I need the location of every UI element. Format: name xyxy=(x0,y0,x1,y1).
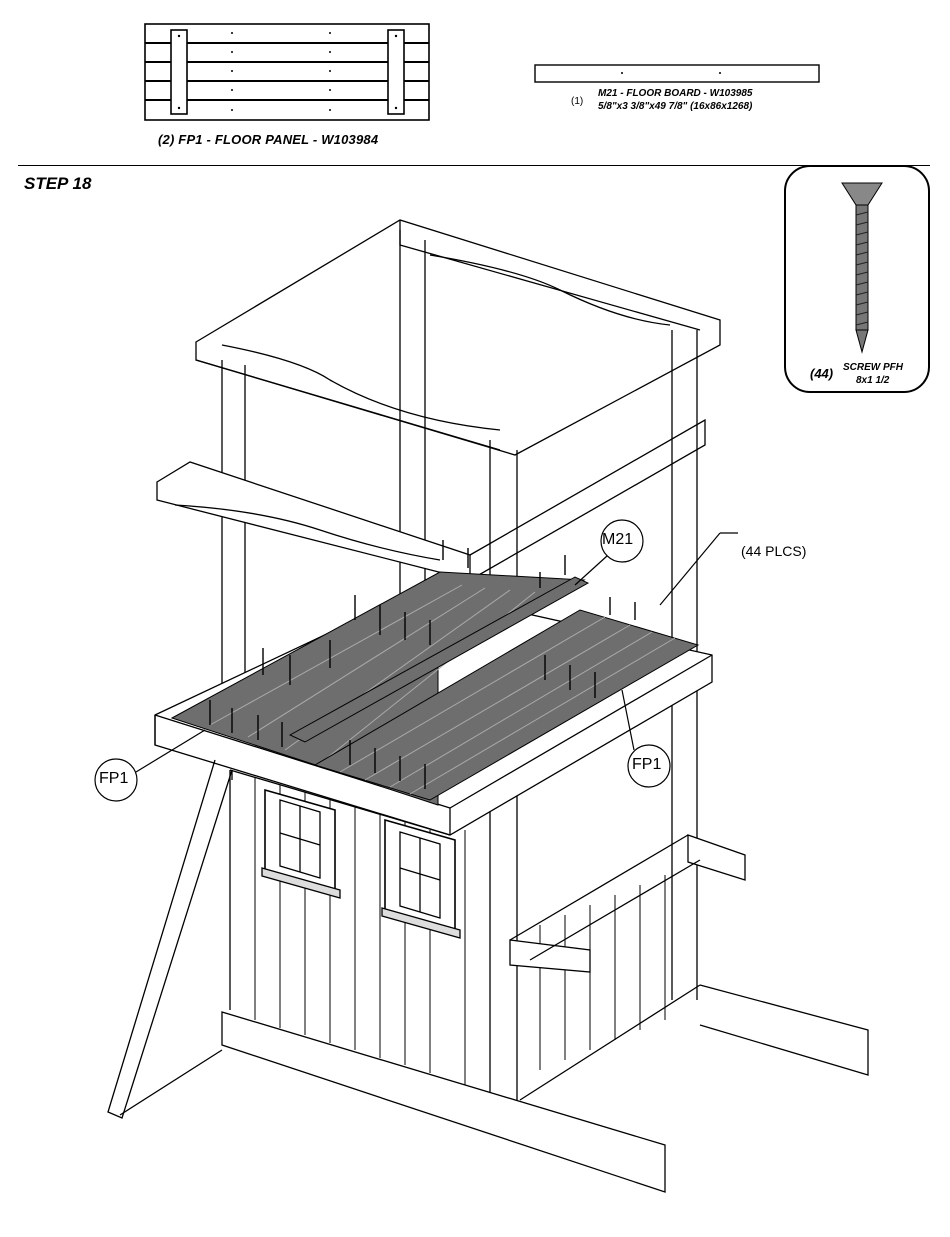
window-right xyxy=(382,820,460,938)
callout-fp1-left: FP1 xyxy=(99,770,128,788)
floor-panel-caption: (2) FP1 - FLOOR PANEL - W103984 xyxy=(158,132,378,147)
callout-m21: M21 xyxy=(602,531,633,549)
floor-panel-flat-view xyxy=(145,24,429,120)
window-left xyxy=(262,790,340,898)
section-divider xyxy=(18,165,930,166)
floor-board-flat-view xyxy=(535,65,819,82)
callout-fp1-right: FP1 xyxy=(632,756,661,774)
hardware-name: SCREW PFH xyxy=(843,362,903,373)
hardware-box xyxy=(784,165,930,393)
hardware-size: 8x1 1/2 xyxy=(856,375,889,386)
floor-board-dimensions: 5/8"x3 3/8"x49 7/8" (16x86x1268) xyxy=(598,101,752,112)
floor-board-quantity: (1) xyxy=(571,96,583,107)
floor-board-name: M21 - FLOOR BOARD - W103985 xyxy=(598,88,752,99)
step-title: STEP 18 xyxy=(24,174,91,194)
callout-places: (44 PLCS) xyxy=(741,543,806,559)
hardware-quantity: (44) xyxy=(810,366,833,381)
